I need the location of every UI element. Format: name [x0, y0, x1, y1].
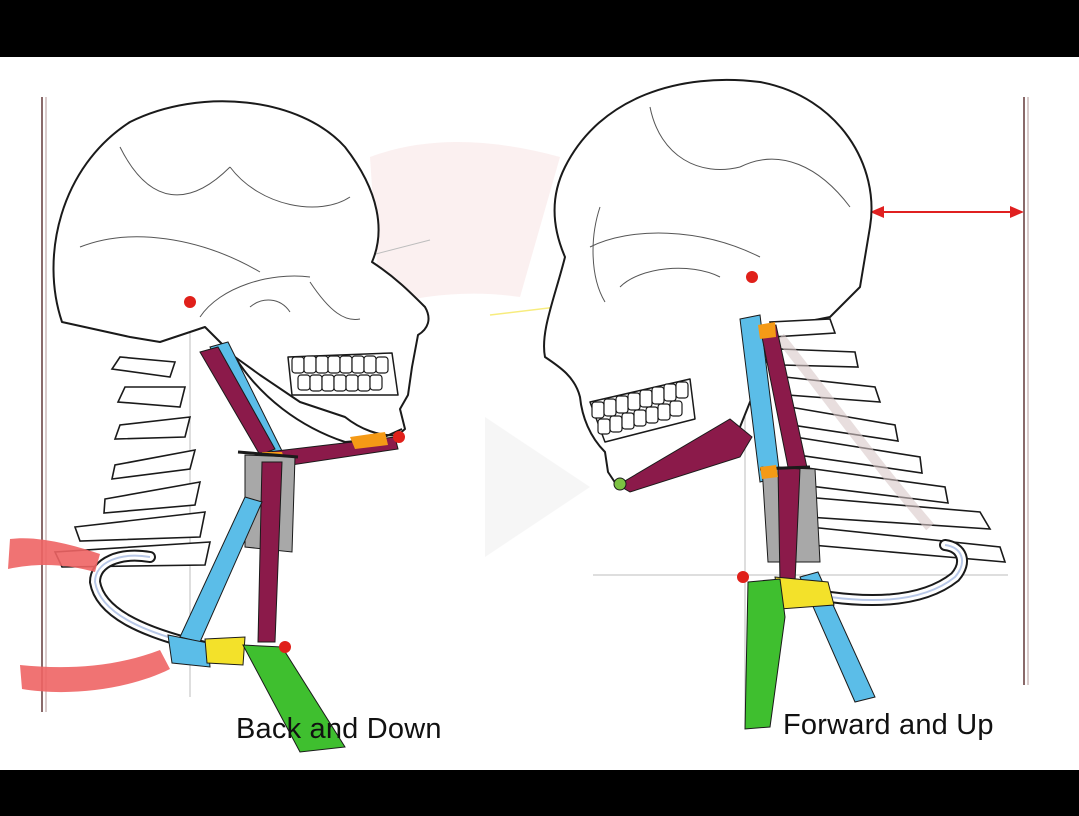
label-back-and-down: Back and Down [236, 713, 442, 745]
top-letterbox [0, 0, 1079, 57]
watermark-play-icon [370, 142, 590, 557]
left-clavicle [88, 549, 211, 653]
left-skull-details [79, 146, 361, 321]
left-cervical-spine [53, 356, 212, 568]
double-headed-arrow-icon [870, 206, 1024, 218]
diagram-canvas: Back and Down Forward and Up [0, 57, 1079, 770]
right-neck-muscles [617, 314, 876, 730]
left-reference-line [41, 97, 47, 712]
right-landmark-sternum [737, 571, 749, 583]
left-landmark-mastoid [184, 296, 196, 308]
left-landmark-sternum [279, 641, 291, 653]
right-landmarks [613, 271, 758, 583]
left-landmarks [184, 296, 405, 653]
left-landmark-chin [393, 431, 405, 443]
left-neck-muscles [167, 341, 399, 753]
bottom-letterbox [0, 770, 1079, 816]
right-teeth [591, 381, 689, 435]
label-forward-and-up: Forward and Up [783, 709, 994, 741]
right-reference-line [1023, 97, 1029, 685]
left-teeth [291, 355, 389, 392]
right-landmark-mastoid [746, 271, 758, 283]
right-skull-details [589, 106, 851, 303]
anatomy-diagram [8, 78, 1029, 753]
right-spine-shadow [776, 333, 934, 531]
right-landmark-chin [613, 477, 627, 491]
left-highlight-marks [8, 538, 170, 693]
right-clavicle [824, 539, 968, 607]
